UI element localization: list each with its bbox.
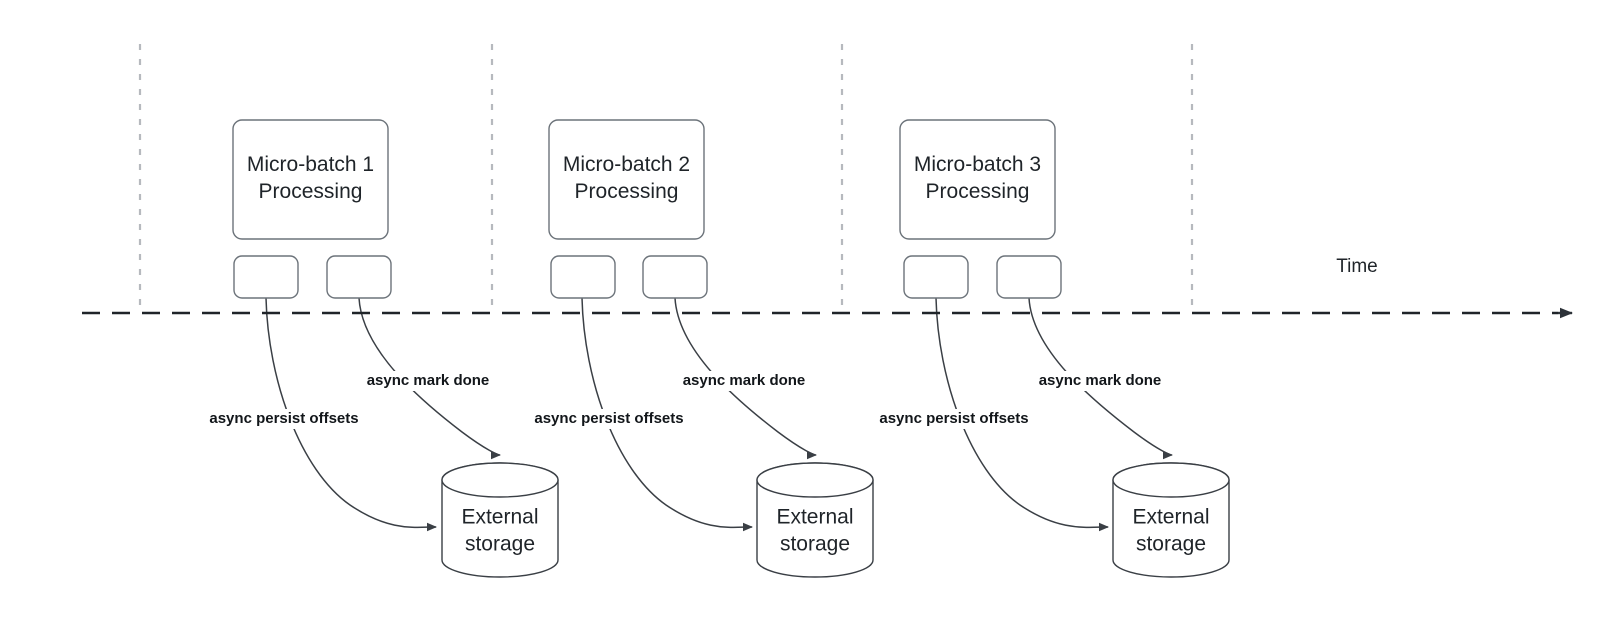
- mark-done-edge: [358, 297, 501, 460]
- persist-offsets-label: async persist offsets: [534, 410, 683, 427]
- persist-offsets-label: async persist offsets: [209, 410, 358, 427]
- external-storage-label-line2: storage: [1136, 533, 1206, 556]
- external-storage-label-line2: storage: [465, 533, 535, 556]
- persist-offsets-label-backdrop: [522, 409, 696, 429]
- external-storage-label-line1: External: [461, 506, 538, 529]
- micro-batch-box[interactable]: [548, 119, 705, 240]
- persist-offsets-label-backdrop: [867, 409, 1041, 429]
- micro-batch-label-line1: Micro-batch 3: [914, 153, 1041, 176]
- external-storage-cylinder-top: [756, 462, 874, 498]
- persist-offsets-label-backdrop: [197, 409, 371, 429]
- mark-done-label-backdrop: [682, 371, 806, 391]
- mark-done-edge: [674, 297, 817, 460]
- persist-offsets-label: async persist offsets: [879, 410, 1028, 427]
- micro-batch-label-line2: Processing: [259, 180, 363, 203]
- task-box-persist[interactable]: [550, 255, 616, 299]
- mark-done-label: async mark done: [1039, 372, 1162, 389]
- task-box-persist[interactable]: [903, 255, 969, 299]
- micro-batch-label-line2: Processing: [926, 180, 1030, 203]
- persist-offsets-edge: [935, 297, 1109, 532]
- persist-offsets-edge: [265, 297, 437, 532]
- time-axis-caption: Time: [1336, 256, 1378, 277]
- mark-done-label: async mark done: [367, 372, 490, 389]
- task-box-mark[interactable]: [642, 255, 708, 299]
- micro-batch-box[interactable]: [899, 119, 1056, 240]
- external-storage-cylinder-top: [1112, 462, 1230, 498]
- timeline-axis-group: Time: [82, 256, 1573, 319]
- micro-batch-label-line1: Micro-batch 1: [247, 153, 374, 176]
- task-box-mark[interactable]: [326, 255, 392, 299]
- external-storage-label-line2: storage: [780, 533, 850, 556]
- task-box-persist[interactable]: [233, 255, 299, 299]
- micro-batch-box[interactable]: [232, 119, 389, 240]
- external-storage-label-line1: External: [1132, 506, 1209, 529]
- micro-batch-label-line2: Processing: [575, 180, 679, 203]
- external-storage-cylinder-top: [441, 462, 559, 498]
- external-storage-label-line1: External: [776, 506, 853, 529]
- task-box-mark[interactable]: [996, 255, 1062, 299]
- mark-done-label-backdrop: [1038, 371, 1162, 391]
- mark-done-label: async mark done: [683, 372, 806, 389]
- mark-done-edge: [1028, 297, 1173, 460]
- persist-offsets-edge: [581, 297, 753, 532]
- mark-done-label-backdrop: [366, 371, 490, 391]
- micro-batch-label-line1: Micro-batch 2: [563, 153, 690, 176]
